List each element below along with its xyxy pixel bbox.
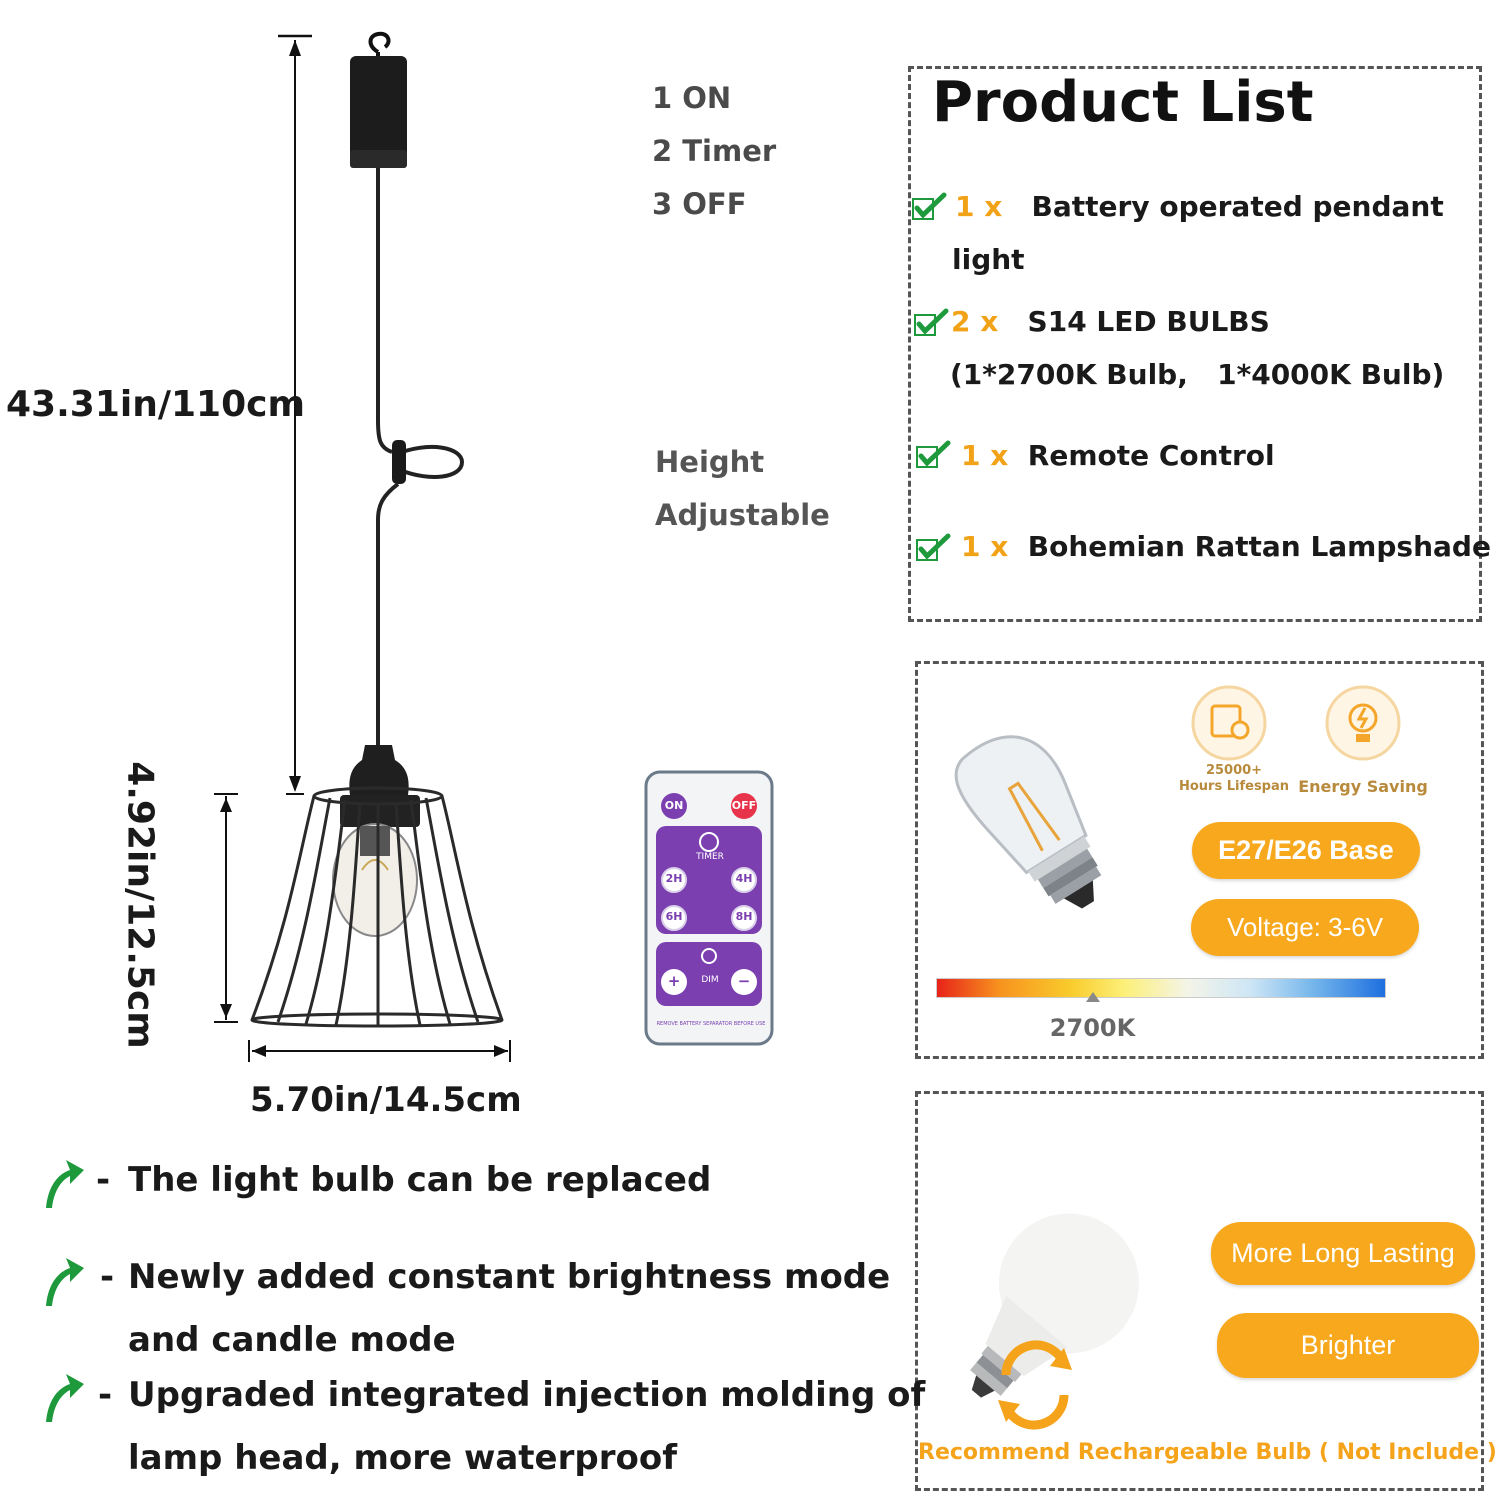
product-item: 1 x Remote Control [961,439,1275,472]
remote-8h-button: 8H [735,910,753,923]
check-icon [916,440,951,468]
remote-plus-button: + [667,972,681,990]
color-temperature-marker [1086,992,1100,1002]
height-dimension-label: 43.31in/110cm [6,384,305,425]
color-temperature-bar [936,978,1386,998]
product-list-box [908,66,1482,622]
product-list-title: Product List [932,70,1314,135]
remote-on-button: ON [664,799,684,812]
shade-width-dimension-label: 5.70in/14.5cm [250,1080,522,1120]
energy-saving-icon [1325,685,1401,761]
product-item: 1 x Battery operated pendant [955,190,1444,223]
product-item-continuation: light [952,243,1025,276]
remote-2h-button: 2H [665,872,683,885]
lifespan-label: Hours Lifespan [1178,779,1290,794]
remote-off-button: OFF [731,799,757,812]
feature-line-continuation: and candle mode [128,1320,456,1360]
base-type-badge: E27/E26 Base [1192,822,1420,879]
mode-list: 1 ON 2 Timer 3 OFF [652,72,776,231]
feature-line-continuation: lamp head, more waterproof [128,1438,677,1478]
s14-bulb-icon [954,735,1102,909]
remote-control-illustration [644,770,774,1046]
voltage-badge: Voltage: 3-6V [1191,899,1419,956]
mode-off: 3 OFF [652,187,747,221]
long-lasting-badge: More Long Lasting [1211,1222,1475,1285]
color-temperature-label: 2700K [1049,1014,1136,1042]
shade-height-dimension-label: 4.92in/12.5cm [119,761,161,1049]
remote-4h-button: 4H [735,872,753,885]
recommend-box [915,1091,1484,1491]
height-adjustable-label: Height Adjustable [655,445,830,532]
check-icon [912,192,947,220]
product-item-continuation: (1*2700K Bulb, 1*4000K Bulb) [950,358,1445,391]
mode-on: 1 ON [652,81,732,115]
remote-minus-button: − [737,972,751,990]
check-icon [914,308,949,336]
energy-saving-label: Energy Saving [1298,777,1428,796]
product-item: 2 x S14 LED BULBS [951,305,1270,338]
rechargeable-bulb-icon [970,1213,1139,1430]
green-arrow-icon [46,1160,84,1208]
remote-footer-note: REMOVE BATTERY SEPARATOR BEFORE USE [656,1021,766,1027]
check-icon [916,533,951,561]
feature-line: The light bulb can be replaced [128,1160,712,1200]
lifespan-value: 25000+ [1205,763,1263,778]
remote-timer-label: TIMER [696,852,724,862]
pendant-illustration [214,31,511,1062]
lifespan-icon [1191,685,1267,761]
remote-dim-label: DIM [701,975,719,985]
recommend-note: Recommend Rechargeable Bulb ( Not Includ… [918,1440,1497,1465]
mode-timer: 2 Timer [652,134,777,168]
green-arrow-icon [46,1258,84,1306]
brighter-badge: Brighter [1217,1313,1479,1378]
feature-line: Newly added constant brightness mode [128,1257,891,1297]
bulb-info-box [915,661,1484,1059]
product-item: 1 x Bohemian Rattan Lampshade [961,530,1491,563]
green-arrow-icon [46,1374,84,1422]
remote-6h-button: 6H [665,910,683,923]
feature-line: Upgraded integrated injection molding of [128,1375,926,1415]
